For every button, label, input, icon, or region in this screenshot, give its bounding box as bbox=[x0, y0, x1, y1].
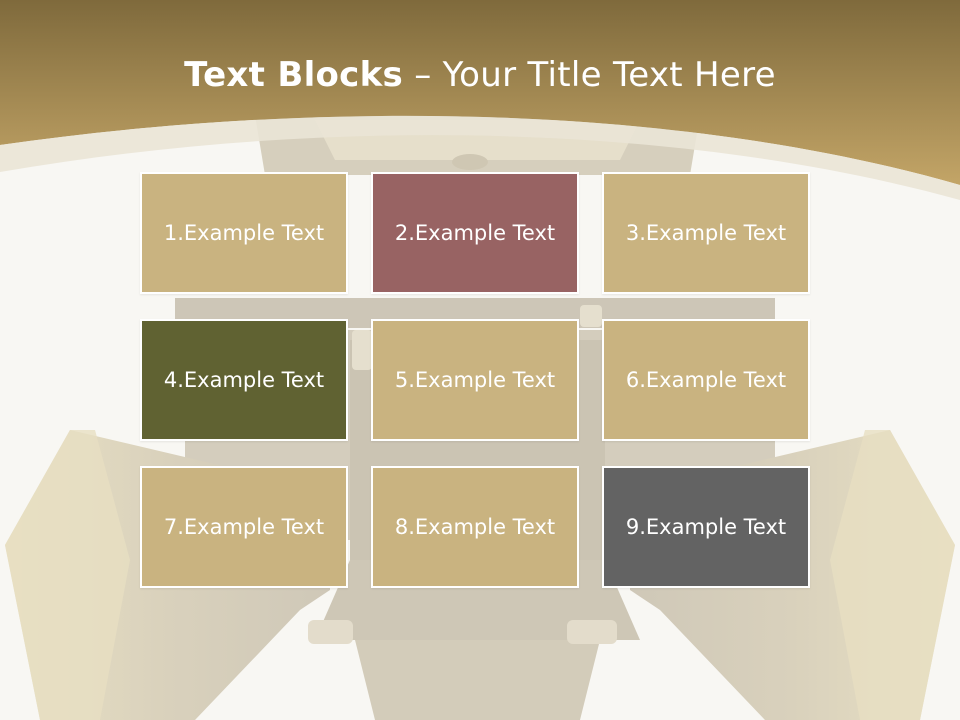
text-block-1[interactable]: 1.Example Text bbox=[140, 172, 348, 294]
text-block-5[interactable]: 5.Example Text bbox=[371, 319, 579, 441]
text-block-6[interactable]: 6.Example Text bbox=[602, 319, 810, 441]
text-block-label: 1.Example Text bbox=[163, 221, 325, 245]
text-block-4[interactable]: 4.Example Text bbox=[140, 319, 348, 441]
text-block-label: 7.Example Text bbox=[163, 515, 325, 539]
text-block-label: 4.Example Text bbox=[163, 368, 325, 392]
text-block-label: 5.Example Text bbox=[394, 368, 556, 392]
text-block-label: 6.Example Text bbox=[625, 368, 787, 392]
title-light: Your Title Text Here bbox=[442, 55, 776, 95]
slide-title: Text Blocks – Your Title Text Here bbox=[0, 52, 960, 98]
text-block-9[interactable]: 9.Example Text bbox=[602, 466, 810, 588]
text-block-label: 8.Example Text bbox=[394, 515, 556, 539]
text-block-3[interactable]: 3.Example Text bbox=[602, 172, 810, 294]
text-block-2[interactable]: 2.Example Text bbox=[371, 172, 579, 294]
title-strong: Text Blocks bbox=[184, 55, 404, 95]
text-block-label: 3.Example Text bbox=[625, 221, 787, 245]
text-block-label: 2.Example Text bbox=[394, 221, 556, 245]
text-block-label: 9.Example Text bbox=[625, 515, 787, 539]
text-block-8[interactable]: 8.Example Text bbox=[371, 466, 579, 588]
title-separator: – bbox=[403, 55, 443, 95]
text-block-7[interactable]: 7.Example Text bbox=[140, 466, 348, 588]
